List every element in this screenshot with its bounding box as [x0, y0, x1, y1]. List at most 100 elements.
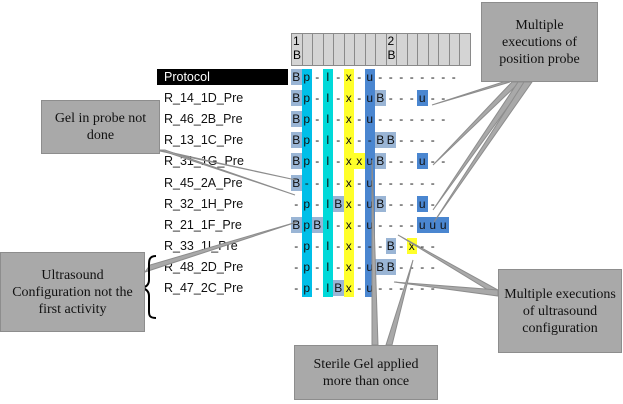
callout-multiple-position-probe: Multiple executions of position probe [481, 2, 598, 82]
trace-cell: - [294, 281, 299, 295]
trace-cell: - [409, 175, 414, 190]
trace-cell: - [399, 112, 404, 127]
trace-cell: - [409, 133, 414, 148]
trace-cell: - [336, 112, 341, 127]
trace-cell: x [354, 153, 365, 170]
trace-cell: - [336, 91, 341, 106]
trace-cell: - [378, 217, 383, 232]
trace-cell: x [345, 175, 352, 190]
row-label: R_21_1F_Pre [164, 217, 242, 232]
header-sub: B [387, 48, 396, 62]
trace-cell: B [375, 153, 386, 170]
trace-cell: - [378, 112, 383, 127]
trace-cell: - [409, 154, 414, 169]
column-band [301, 69, 312, 298]
trace-cell: B [291, 111, 302, 128]
trace-cell: - [357, 281, 362, 295]
trace-cell: B [291, 132, 302, 149]
trace-cell: - [336, 259, 341, 274]
trace-cell: - [430, 259, 435, 274]
trace-cell: - [315, 112, 320, 127]
trace-cell: - [336, 217, 341, 232]
trace-cell: - [336, 154, 341, 169]
trace-cell: - [315, 91, 320, 106]
trace-cell: - [409, 281, 414, 295]
trace-cell: p [303, 91, 311, 106]
trace-cell: I [326, 112, 330, 127]
trace-cell: x [345, 112, 352, 127]
trace-cell: - [388, 70, 393, 84]
trace-cell: - [294, 238, 299, 253]
trace-cell: - [399, 91, 404, 106]
trace-cell: - [294, 196, 299, 211]
trace-cell: - [420, 70, 425, 84]
trace-cell: - [399, 154, 404, 169]
trace-cell: - [430, 112, 435, 127]
trace-cell: - [315, 133, 320, 148]
trace-cell: - [315, 154, 320, 169]
trace-cell: - [430, 175, 435, 190]
row-label: R_13_1C_Pre [164, 133, 244, 148]
trace-cell: x [345, 281, 352, 295]
trace-cell: - [357, 133, 362, 148]
callout-text: Multiple executions of ultrasound config… [504, 286, 616, 336]
trace-cell: u [427, 216, 438, 233]
column-band [322, 69, 333, 298]
trace-cell: - [399, 259, 404, 274]
callout-sterile-gel: Sterile Gel applied more than once [294, 345, 438, 400]
trace-cell: p [303, 238, 311, 253]
trace-cell: u [366, 217, 374, 232]
trace-cell: - [430, 196, 435, 211]
trace-cell: u [366, 281, 374, 295]
trace-cell: x [345, 238, 352, 253]
trace-cell: - [399, 70, 404, 84]
trace-cell: u [417, 153, 428, 170]
trace-cell: - [420, 238, 425, 253]
trace-cell: - [420, 112, 425, 127]
trace-cell: B [312, 216, 323, 233]
header-cell [459, 33, 471, 66]
trace-cell: I [326, 133, 330, 148]
trace-cell: - [378, 281, 383, 295]
callout-text: Sterile Gel applied more than once [313, 356, 419, 389]
trace-cell: - [357, 217, 362, 232]
row-label: R_46_2B_Pre [164, 112, 243, 127]
callout-multiple-ultrasound: Multiple executions of ultrasound config… [498, 269, 622, 353]
callout-ultrasound-not-first: Ultrasound Configuration not the first a… [0, 252, 145, 332]
trace-cell: - [430, 238, 435, 253]
trace-cell: - [315, 238, 320, 253]
trace-cell: p [303, 196, 311, 211]
trace-cell: - [441, 70, 446, 84]
trace-cell: B [385, 132, 396, 149]
trace-cell: B [375, 132, 386, 149]
trace-cell: x [406, 237, 417, 254]
trace-cell: u [366, 70, 374, 84]
trace-cell: u [366, 91, 374, 106]
trace-cell: B [291, 174, 302, 191]
trace-cell: I [326, 154, 330, 169]
trace-cell: - [315, 281, 320, 295]
trace-cell: - [388, 196, 393, 211]
trace-cell: - [378, 175, 383, 190]
trace-cell: - [409, 91, 414, 106]
header-sub: B [293, 48, 302, 62]
trace-cell: I [326, 196, 330, 211]
trace-cell: - [315, 196, 320, 211]
trace-cell: - [336, 70, 341, 84]
trace-cell: - [420, 175, 425, 190]
trace-cell: - [409, 112, 414, 127]
trace-cell: - [399, 238, 404, 253]
trace-cell: u [366, 175, 374, 190]
trace-cell: p [303, 281, 311, 295]
trace-cell: - [399, 217, 404, 232]
row-label: R_47_2C_Pre [164, 281, 244, 295]
callout-text: Gel in probe not done [54, 111, 147, 143]
trace-cell: - [388, 281, 393, 295]
column-band [343, 69, 354, 298]
trace-cell: - [315, 259, 320, 274]
trace-cell: - [430, 154, 435, 169]
trace-cell: - [315, 70, 320, 84]
trace-cell: - [336, 133, 341, 148]
column-band [364, 69, 375, 298]
